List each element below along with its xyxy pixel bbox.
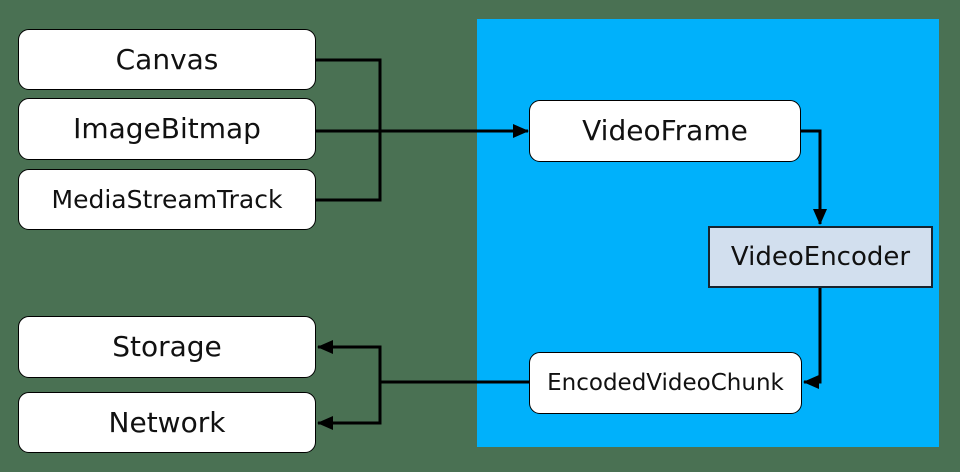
node-videoencoder-label: VideoEncoder bbox=[730, 242, 911, 272]
node-network: Network bbox=[18, 392, 316, 453]
edge-videoencoder-encodedvideochunk bbox=[803, 288, 822, 389]
node-mediastreamtrack-label: MediaStreamTrack bbox=[51, 185, 283, 214]
node-network-label: Network bbox=[108, 405, 226, 439]
node-videoframe: VideoFrame bbox=[529, 100, 801, 162]
node-storage-label: Storage bbox=[112, 330, 222, 363]
node-encodedvideochunk: EncodedVideoChunk bbox=[529, 352, 802, 414]
node-imagebitmap-label: ImageBitmap bbox=[73, 112, 261, 145]
node-storage: Storage bbox=[18, 316, 316, 378]
node-canvas-label: Canvas bbox=[115, 42, 219, 76]
node-mediastreamtrack: MediaStreamTrack bbox=[18, 169, 316, 230]
node-imagebitmap: ImageBitmap bbox=[18, 98, 316, 160]
node-videoencoder: VideoEncoder bbox=[708, 226, 933, 288]
edge-encodedvideochunk-bus bbox=[378, 345, 529, 425]
edge-videoframe-videoencoder bbox=[801, 129, 827, 225]
node-canvas: Canvas bbox=[18, 29, 316, 90]
node-encodedvideochunk-label: EncodedVideoChunk bbox=[547, 369, 784, 396]
node-videoframe-label: VideoFrame bbox=[582, 114, 748, 147]
